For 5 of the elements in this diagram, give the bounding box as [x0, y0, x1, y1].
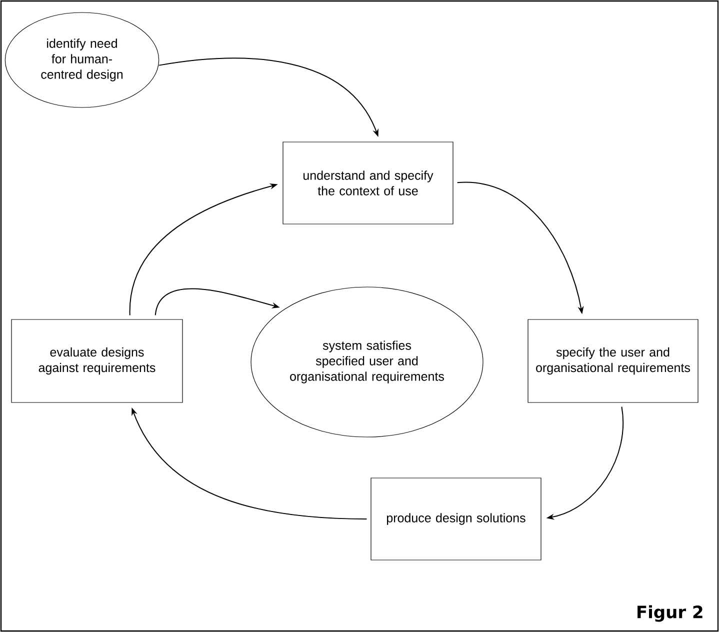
process-box: produce design solutions: [370, 478, 542, 560]
process-box: evaluate designs against requirements: [11, 319, 183, 403]
process-box: specify the user and organisational requirements: [528, 319, 698, 403]
figure-label: Figur 2: [638, 605, 702, 622]
process-box: understand and specify the context of use: [282, 142, 454, 224]
